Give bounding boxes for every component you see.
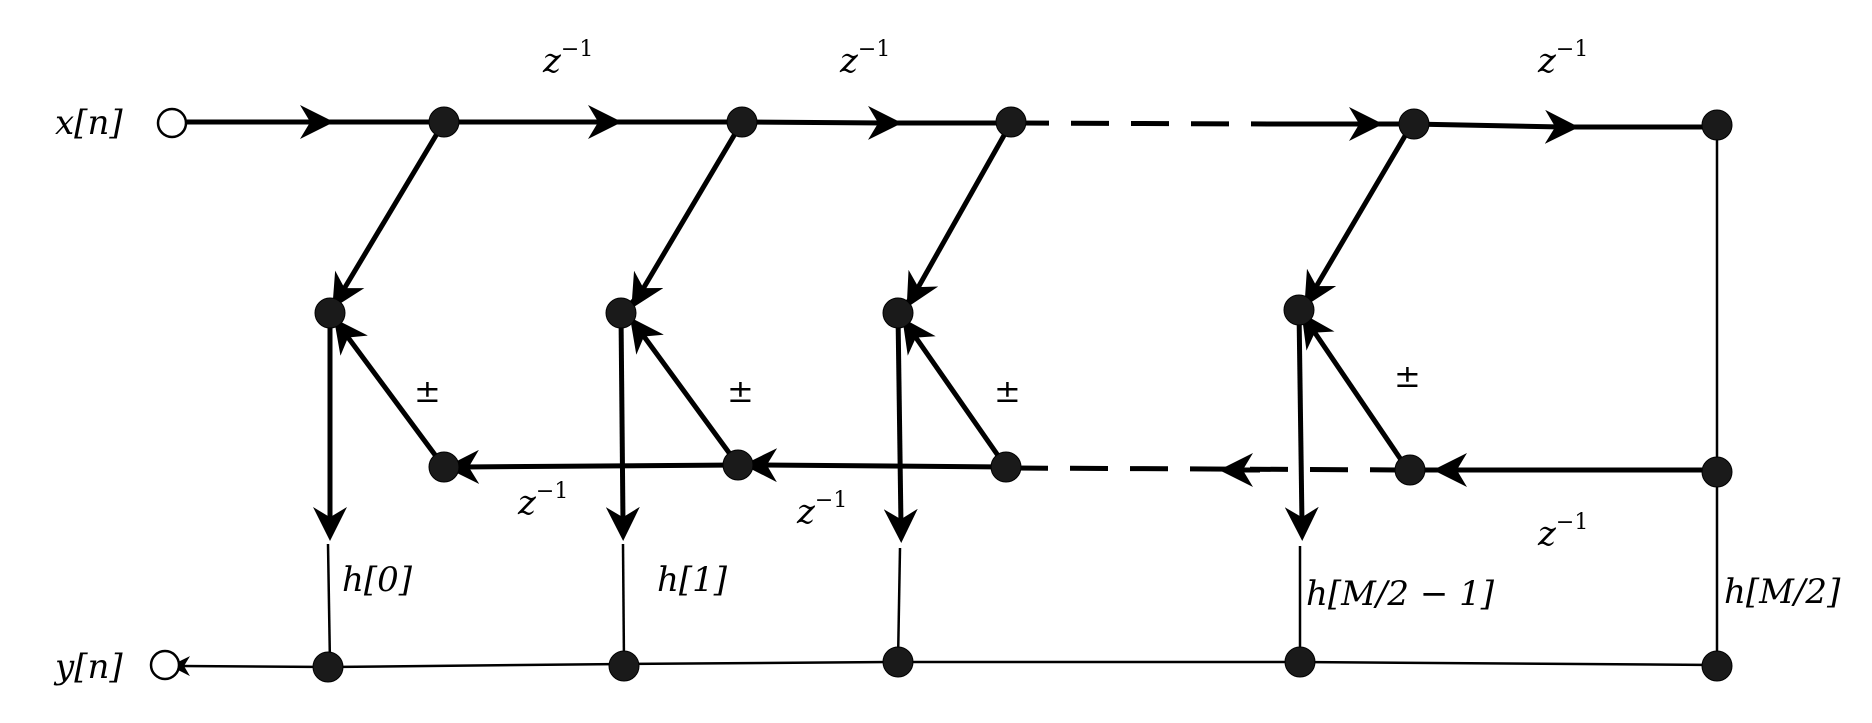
diag-down-3 (1304, 122, 1415, 307)
out-seg-0 (170, 656, 331, 677)
coef-label-2: h[M/2 − 1] (1306, 574, 1495, 614)
vert-3 (1284, 309, 1319, 541)
diag-down-1 (631, 120, 745, 309)
coef-branch-0 (326, 543, 332, 666)
bottom-branch-2 (743, 448, 1007, 483)
output-terminal (149, 649, 181, 681)
top-branch-2 (741, 105, 1011, 140)
mid-node-0 (314, 297, 346, 329)
diag-up-2 (902, 318, 1009, 469)
coef-label-0: h[0] (342, 560, 413, 600)
delay-label-top-2: z−1 (1537, 37, 1588, 81)
output-node-3 (1284, 646, 1316, 678)
bottom-delay-labels: z−1 z−1 z−1 (517, 479, 1588, 554)
top-delay-line (187, 105, 1712, 144)
delay-label-bottom-1: z−1 (796, 488, 847, 532)
bottom-node-3 (1394, 454, 1426, 486)
bottom-node-1 (722, 449, 754, 481)
out-seg-4 (1290, 652, 1718, 673)
input-label: x[n] (55, 103, 123, 143)
diag-down-0 (332, 120, 447, 309)
output-label: y[n] (53, 647, 123, 687)
out-seg-1 (320, 656, 625, 677)
top-node-0 (428, 106, 460, 138)
out-seg-2 (614, 653, 899, 674)
top-node-3 (1398, 108, 1430, 140)
coef-branch-2 (896, 547, 902, 663)
delay-label-bottom-2: z−1 (1537, 510, 1588, 554)
vert-1 (605, 312, 640, 541)
top-node-4 (1701, 109, 1733, 141)
diag-up-1 (629, 317, 741, 467)
coefficient-labels: h[0] h[1] h[M/2 − 1] h[M/2] (342, 560, 1841, 614)
top-node-1 (726, 106, 758, 138)
sign-label-0: ± (414, 372, 441, 410)
mid-node-3 (1283, 294, 1315, 326)
bottom-node-2 (990, 451, 1022, 483)
diagonal-up-branches (333, 312, 1411, 472)
mid-node-1 (605, 297, 637, 329)
diag-up-3 (1301, 312, 1411, 472)
sign-label-1: ± (727, 372, 754, 410)
bottom-branch-3 (445, 449, 739, 484)
coef-label-1: h[1] (657, 560, 728, 600)
diag-down-2 (906, 121, 1014, 308)
output-node-4 (1701, 650, 1733, 682)
output-node-1 (608, 650, 640, 682)
top-delay-labels: z−1 z−1 z−1 (542, 37, 1588, 81)
coefficient-branches (326, 122, 1719, 666)
vert-2 (883, 312, 918, 543)
top-branch-4 (1411, 109, 1712, 144)
output-line (170, 652, 1718, 677)
delay-label-bottom-0: z−1 (517, 479, 568, 523)
bottom-node-4 (1701, 456, 1733, 488)
bottom-dashed-gap (1007, 465, 1409, 473)
output-node-0 (312, 651, 344, 683)
top-node-2 (995, 106, 1027, 138)
diagonal-down-branches (327, 120, 1415, 315)
vertical-thick-branches (313, 309, 1319, 543)
delay-label-top-1: z−1 (839, 37, 890, 81)
diag-up-0 (333, 318, 447, 469)
delay-label-top-0: z−1 (542, 37, 593, 81)
coef-branch-1 (621, 543, 626, 665)
top-dashed-gap (1010, 120, 1269, 127)
sign-label-3: ± (1394, 357, 1421, 395)
bottom-delay-line (442, 448, 1712, 487)
sign-label-2: ± (994, 372, 1021, 410)
mid-node-2 (882, 297, 914, 329)
sign-labels: ± ± ± ± (414, 357, 1421, 410)
input-terminal (156, 107, 188, 139)
nodes (149, 106, 1733, 683)
bottom-node-0 (428, 451, 460, 483)
coef-label-3: h[M/2] (1724, 572, 1841, 612)
output-node-2 (882, 646, 914, 678)
